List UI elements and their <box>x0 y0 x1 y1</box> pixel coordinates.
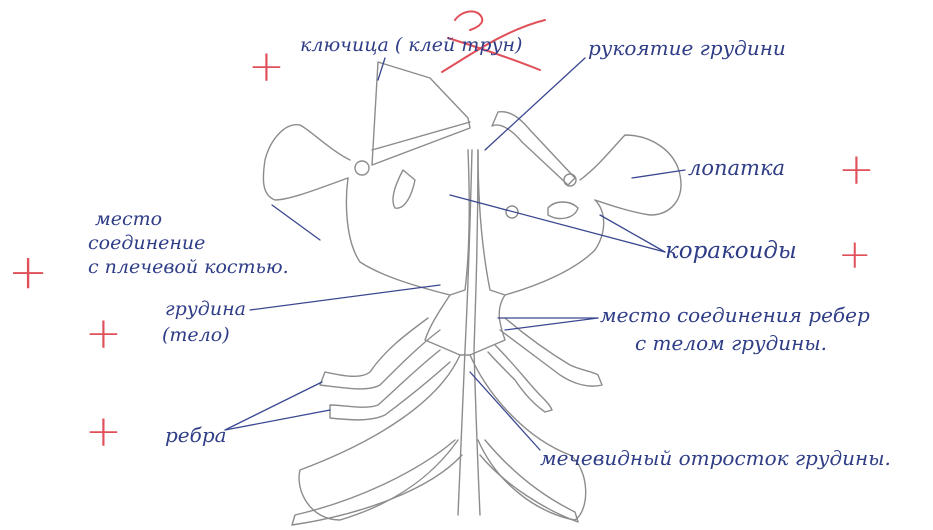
right-scapula <box>580 135 681 215</box>
plus-mark: + <box>85 312 122 356</box>
right-coracoid <box>478 150 604 295</box>
label-xiphoid: мечевидный отросток грудины. <box>540 448 891 468</box>
plus-mark: + <box>248 45 285 89</box>
leader-scapula <box>632 170 685 178</box>
label-sternum-line2: (тело) <box>162 326 230 345</box>
label-junction-line1: место <box>95 210 162 229</box>
label-scapula: лопатка <box>688 158 785 179</box>
label-rib-junction-line1: место соединения ребер <box>600 305 870 325</box>
leader-ribs-1 <box>225 382 322 430</box>
label-ribs: ребра <box>165 425 227 445</box>
label-rib-junction-line2: с телом грудины. <box>635 333 827 353</box>
rib <box>320 318 440 389</box>
keel <box>458 150 472 515</box>
rib <box>330 350 450 420</box>
label-coracoid: коракоиды <box>665 240 797 263</box>
leader-lines <box>225 58 685 450</box>
plus-mark: + <box>838 235 872 275</box>
label-manubrium: рукоятие грудини <box>588 38 786 58</box>
left-clavicle <box>372 62 470 165</box>
label-sternum-line1: грудина <box>165 300 246 319</box>
leader-ribs-2 <box>225 410 330 430</box>
leader-sternum <box>250 285 440 310</box>
plus-mark: + <box>838 148 875 192</box>
left-coracoid <box>346 150 469 295</box>
leader-clavicle <box>378 58 385 80</box>
leader-coracoid-2 <box>600 215 665 252</box>
label-junction-line2: соединение <box>88 234 205 253</box>
label-clavicle: ключица ( клей трун) <box>300 36 522 55</box>
right-clavicle <box>492 112 575 185</box>
leader-rib-junction-2 <box>505 318 598 330</box>
left-scapula <box>263 125 350 200</box>
label-junction-line3: с плечевой костью. <box>88 258 289 277</box>
plus-mark: + <box>85 410 122 454</box>
leader-junction <box>272 205 320 240</box>
plus-mark: + <box>8 248 48 296</box>
